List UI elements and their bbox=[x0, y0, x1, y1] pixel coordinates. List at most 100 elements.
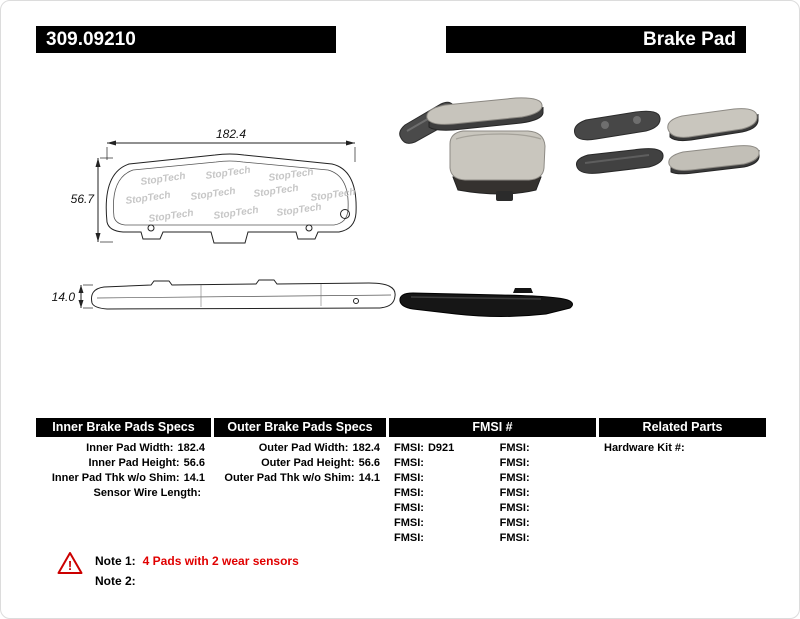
spec-row: Sensor Wire Length: bbox=[36, 486, 211, 501]
watermark-text: StopTech bbox=[125, 190, 171, 207]
svg-text:!: ! bbox=[68, 558, 72, 573]
fmsi-cell: FMSI: bbox=[498, 501, 596, 516]
spec-label: Inner Pad Height: bbox=[88, 457, 180, 469]
fmsi-cell: FMSI: bbox=[389, 516, 498, 531]
fmsi-label: FMSI: bbox=[499, 502, 530, 514]
fmsi-label: FMSI: bbox=[394, 532, 424, 544]
spec-label: Sensor Wire Length: bbox=[93, 487, 201, 499]
photo-pad-top-light bbox=[426, 97, 544, 131]
fmsi-label: FMSI: bbox=[394, 487, 424, 499]
spec-row: Inner Pad Height:56.6 bbox=[36, 456, 211, 471]
fmsi-row: FMSI: FMSI: bbox=[389, 531, 596, 546]
spec-value: 14.1 bbox=[183, 472, 205, 484]
spec-value: 56.6 bbox=[358, 457, 380, 469]
related-parts-header: Related Parts bbox=[599, 418, 766, 437]
fmsi-row: FMSI: FMSI: bbox=[389, 501, 596, 516]
spec-label: Outer Pad Height: bbox=[261, 457, 355, 469]
dimension-front-height bbox=[95, 157, 113, 243]
note-1: Note 1: 4 Pads with 2 wear sensors bbox=[95, 554, 299, 568]
photo-pad-friction-bottom bbox=[668, 145, 760, 175]
watermark-group: StopTech StopTech StopTech StopTech Stop… bbox=[125, 165, 356, 225]
fmsi-row: FMSI: FMSI: bbox=[389, 456, 596, 471]
spec-label: Hardware Kit #: bbox=[604, 442, 685, 454]
photo-pad-front-face bbox=[449, 130, 546, 201]
fmsi-cell: FMSI:D921 bbox=[389, 441, 498, 456]
note-1-text: 4 Pads with 2 wear sensors bbox=[142, 554, 299, 568]
fmsi-label: FMSI: bbox=[499, 472, 530, 484]
spec-value: 182.4 bbox=[352, 442, 380, 454]
dim-front-width-label: 182.4 bbox=[216, 127, 246, 141]
fmsi-label: FMSI: bbox=[499, 517, 530, 529]
spec-value: 56.6 bbox=[183, 457, 205, 469]
watermark-text: StopTech bbox=[268, 167, 314, 184]
photo-pad-back-top bbox=[574, 110, 661, 141]
fmsi-cell: FMSI: bbox=[498, 531, 596, 546]
watermark-text: StopTech bbox=[205, 165, 251, 182]
fmsi-cell: FMSI: bbox=[498, 441, 596, 456]
fmsi-value: D921 bbox=[427, 442, 455, 454]
photo-pad-friction-top bbox=[667, 108, 759, 142]
fmsi-cell: FMSI: bbox=[498, 516, 596, 531]
fmsi-header: FMSI # bbox=[389, 418, 596, 437]
dimension-side-thickness bbox=[78, 284, 93, 309]
fmsi-cell: FMSI: bbox=[389, 501, 498, 516]
dim-side-thickness-label: 14.0 bbox=[52, 290, 76, 304]
fmsi-cell: FMSI: bbox=[498, 456, 596, 471]
fmsi-label: FMSI: bbox=[499, 487, 530, 499]
watermark-text: StopTech bbox=[140, 171, 186, 188]
fmsi-label: FMSI: bbox=[499, 532, 530, 544]
photo-pad-back-bottom bbox=[576, 148, 664, 174]
watermark-text: StopTech bbox=[213, 205, 259, 222]
product-type: Brake Pad bbox=[643, 28, 736, 50]
fmsi-row: FMSI: FMSI: bbox=[389, 471, 596, 486]
spec-label: Outer Pad Thk w/o Shim: bbox=[224, 472, 355, 484]
product-type-bar: Brake Pad bbox=[446, 26, 746, 53]
dim-front-height-label: 56.7 bbox=[71, 192, 96, 206]
fmsi-row: FMSI: FMSI: bbox=[389, 486, 596, 501]
fmsi-label: FMSI: bbox=[499, 442, 530, 454]
inner-specs-header: Inner Brake Pads Specs bbox=[36, 418, 211, 437]
watermark-text: StopTech bbox=[276, 202, 322, 219]
spec-row: Outer Pad Thk w/o Shim:14.1 bbox=[214, 471, 386, 486]
fmsi-cell: FMSI: bbox=[498, 471, 596, 486]
note-2-label: Note 2: bbox=[95, 574, 136, 588]
side-view-outline bbox=[91, 279, 396, 310]
spec-row: Outer Pad Height:56.6 bbox=[214, 456, 386, 471]
dimension-front-width bbox=[106, 140, 356, 162]
spec-row: Outer Pad Width:182.4 bbox=[214, 441, 386, 456]
spec-row: Hardware Kit #: bbox=[599, 441, 766, 456]
fmsi-cell: FMSI: bbox=[498, 486, 596, 501]
front-view-outline bbox=[105, 153, 357, 244]
fmsi-column: FMSI # FMSI:D921 FMSI: FMSI: FMSI: FMSI:… bbox=[389, 418, 596, 546]
fmsi-label: FMSI: bbox=[394, 517, 424, 529]
spec-label: Inner Pad Width: bbox=[86, 442, 174, 454]
photo-pad-side bbox=[399, 288, 573, 317]
note-1-label: Note 1: bbox=[95, 554, 136, 568]
outer-specs-header: Outer Brake Pads Specs bbox=[214, 418, 386, 437]
fmsi-label: FMSI: bbox=[394, 442, 424, 454]
outer-specs-column: Outer Brake Pads Specs Outer Pad Width:1… bbox=[214, 418, 386, 486]
fmsi-row: FMSI:D921 FMSI: bbox=[389, 441, 596, 456]
fmsi-label: FMSI: bbox=[394, 457, 424, 469]
fmsi-row: FMSI: FMSI: bbox=[389, 516, 596, 531]
watermark-text: StopTech bbox=[310, 187, 356, 204]
watermark-text: StopTech bbox=[190, 186, 236, 203]
spec-row: Inner Pad Thk w/o Shim:14.1 bbox=[36, 471, 211, 486]
fmsi-label: FMSI: bbox=[499, 457, 530, 469]
note-2: Note 2: bbox=[95, 574, 143, 588]
watermark-text: StopTech bbox=[253, 183, 299, 200]
part-number: 309.09210 bbox=[46, 28, 136, 50]
spec-label: Inner Pad Thk w/o Shim: bbox=[51, 472, 180, 484]
fmsi-cell: FMSI: bbox=[389, 471, 498, 486]
fmsi-cell: FMSI: bbox=[389, 456, 498, 471]
related-parts-column: Related Parts Hardware Kit #: bbox=[599, 418, 766, 456]
part-number-bar: 309.09210 bbox=[36, 26, 336, 53]
spec-value: 182.4 bbox=[177, 442, 205, 454]
inner-specs-column: Inner Brake Pads Specs Inner Pad Width:1… bbox=[36, 418, 211, 501]
spec-row: Inner Pad Width:182.4 bbox=[36, 441, 211, 456]
watermark-text: StopTech bbox=[148, 208, 194, 225]
spec-label: Outer Pad Width: bbox=[258, 442, 349, 454]
fmsi-label: FMSI: bbox=[394, 502, 424, 514]
photo-pad-angled-dark bbox=[399, 101, 458, 144]
